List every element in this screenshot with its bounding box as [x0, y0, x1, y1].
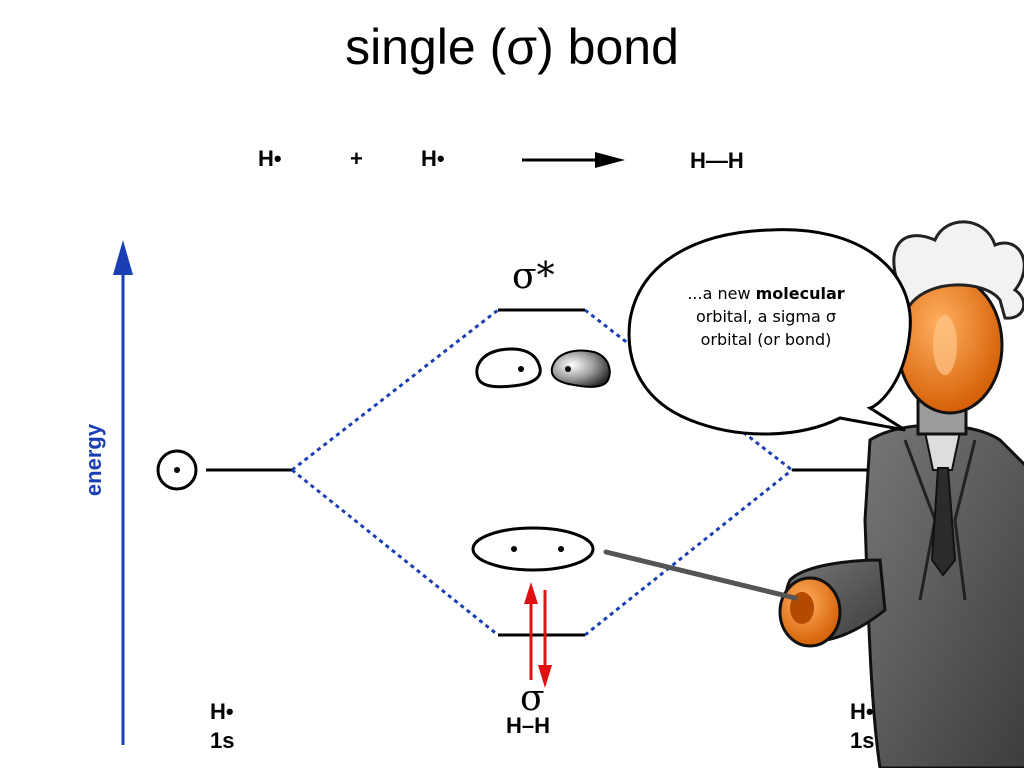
- energy-axis: [113, 240, 133, 745]
- reactant-2: H•: [421, 146, 445, 171]
- right-orbital-label: 1s: [850, 728, 875, 753]
- product: H—H: [690, 148, 744, 173]
- bonding-sublabel: H–H: [506, 713, 551, 738]
- reaction-arrow: [522, 152, 625, 168]
- antibonding-orbital-shape: [475, 347, 611, 389]
- bubble-line-3: orbital (or bond): [700, 330, 832, 349]
- speech-bubble: [627, 228, 912, 436]
- antibonding-label: σ*: [512, 256, 555, 297]
- bubble-bold-word: molecular: [755, 284, 845, 303]
- left-atom-label: H•: [210, 699, 234, 724]
- left-atomic-orbital: [156, 449, 292, 491]
- electron-spin-arrows: [524, 582, 552, 688]
- bubble-prefix: ...a new: [687, 284, 756, 303]
- bonding-orbital-shape: [471, 526, 595, 572]
- reactant-1: H•: [258, 146, 282, 171]
- energy-axis-label: energy: [81, 423, 106, 497]
- bonding-label: σ: [520, 678, 545, 719]
- bubble-line-2: orbital, a sigma σ: [695, 307, 837, 326]
- professor-character-illustration: [603, 220, 1024, 768]
- page-title: single (σ) bond: [345, 19, 679, 75]
- left-orbital-label: 1s: [210, 728, 235, 753]
- speech-bubble-text: ...a new molecular orbital, a sigma σ or…: [650, 282, 882, 351]
- plus-sign: +: [350, 146, 363, 171]
- bubble-line-1: ...a new molecular: [650, 282, 882, 305]
- right-atom-label: H•: [850, 699, 874, 724]
